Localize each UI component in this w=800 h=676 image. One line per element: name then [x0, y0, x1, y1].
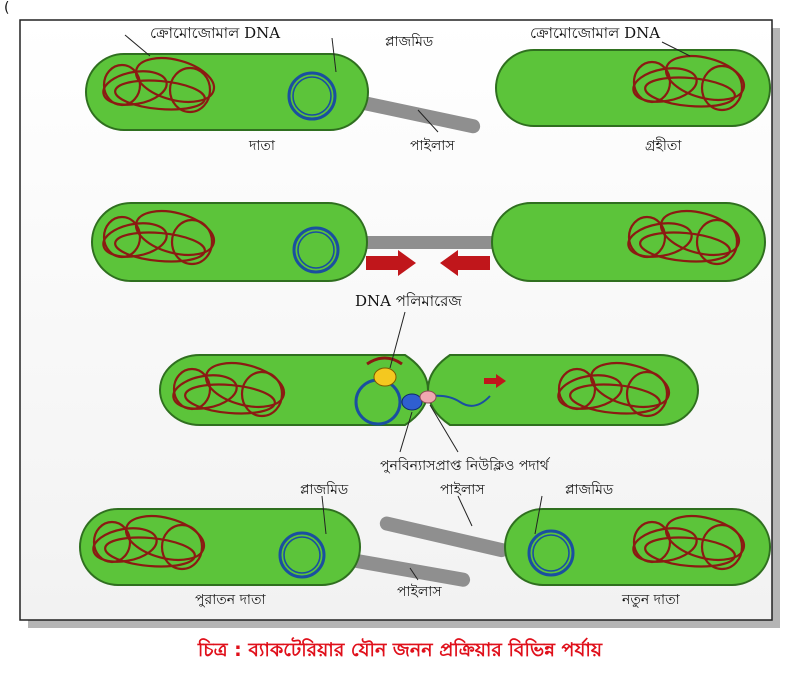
pilus-row1: [344, 93, 481, 134]
pilus-row4-bottom: [339, 552, 471, 587]
dna-polymerase-enzyme: [373, 367, 397, 387]
pilus-row2: [355, 236, 505, 249]
leader-pilus-bottom: [409, 567, 419, 581]
pink-protein: [419, 390, 437, 404]
blue-protein: [401, 393, 423, 411]
leader-dna-polymerase: [389, 311, 406, 369]
fused-cells-row3: [159, 354, 430, 426]
leader-pilus-bottom-top: [457, 495, 473, 527]
arrow-right-row2: [366, 250, 416, 276]
top-fragment: (: [4, 0, 9, 16]
arrow-row3: [484, 374, 506, 388]
plasmid-row2: [292, 226, 340, 274]
leader-recombined-2: [429, 404, 459, 453]
new-donor-label: নতুন দাতা: [621, 592, 681, 608]
pilus-label-bottom: পাইলাস: [397, 583, 442, 600]
chromosomal-dna-recipient: [632, 54, 746, 112]
chromosomal-dna-recipient-label: ক্রোমোজোমাল DNA: [530, 24, 660, 42]
pilus-label-bottom-top: পাইলাস: [440, 481, 485, 498]
leader-chromosomal-recipient: [661, 41, 691, 57]
figure-caption: চিত্র : ব্যাকটেরিয়ার যৌন জনন প্রক্রিয়া…: [197, 639, 603, 661]
chromosomal-dna-new-donor: [632, 514, 746, 571]
replication-arc: [366, 356, 403, 366]
dna-polymerase-label: DNA পলিমারেজ: [355, 292, 462, 310]
old-donor-label: পুরাতন দাতা: [195, 592, 266, 608]
recipient-cell-row3: [426, 354, 699, 426]
plasmid-label-top: প্লাজমিড: [385, 33, 434, 50]
recombined-label: পুনবিন্যাসপ্রাপ্ত নিউক্লিও পদার্থ: [380, 457, 551, 474]
chromosomal-dna-donor: [102, 56, 216, 114]
recipient-label: গ্রহীতা: [645, 137, 682, 154]
plasmid-old-donor: [278, 531, 326, 579]
arrow-left-row2: [440, 250, 490, 276]
donor-label: দাতা: [248, 138, 276, 154]
chromosomal-dna-row3-left: [172, 361, 286, 418]
leader-plasmid: [331, 37, 337, 73]
chromosomal-dna-row2-right: [627, 209, 741, 266]
chromosomal-dna-row3-right: [557, 361, 671, 418]
leader-recombined-1: [399, 411, 413, 453]
chromosomal-dna-donor-label: ক্রোমোজোমাল DNA: [150, 24, 280, 42]
leader-plasmid-bottom-right: [534, 495, 543, 535]
pilus-row4-top: [379, 516, 509, 558]
leader-plasmid-bottom-left: [321, 495, 327, 535]
leader-chromosomal-donor: [124, 34, 151, 57]
chromosomal-dna-old-donor: [92, 514, 206, 571]
chromosomal-dna-row2-left: [102, 209, 216, 266]
plasmid-label-bottom-right: প্লাজমিড: [565, 481, 614, 498]
plasmid-new-donor: [527, 529, 575, 577]
pilus-label-top: পাইলাস: [410, 137, 455, 154]
plasmid-donor: [287, 71, 337, 121]
plasmid-label-bottom-left: প্লাজমিড: [300, 481, 349, 498]
leader-pilus: [417, 109, 439, 133]
